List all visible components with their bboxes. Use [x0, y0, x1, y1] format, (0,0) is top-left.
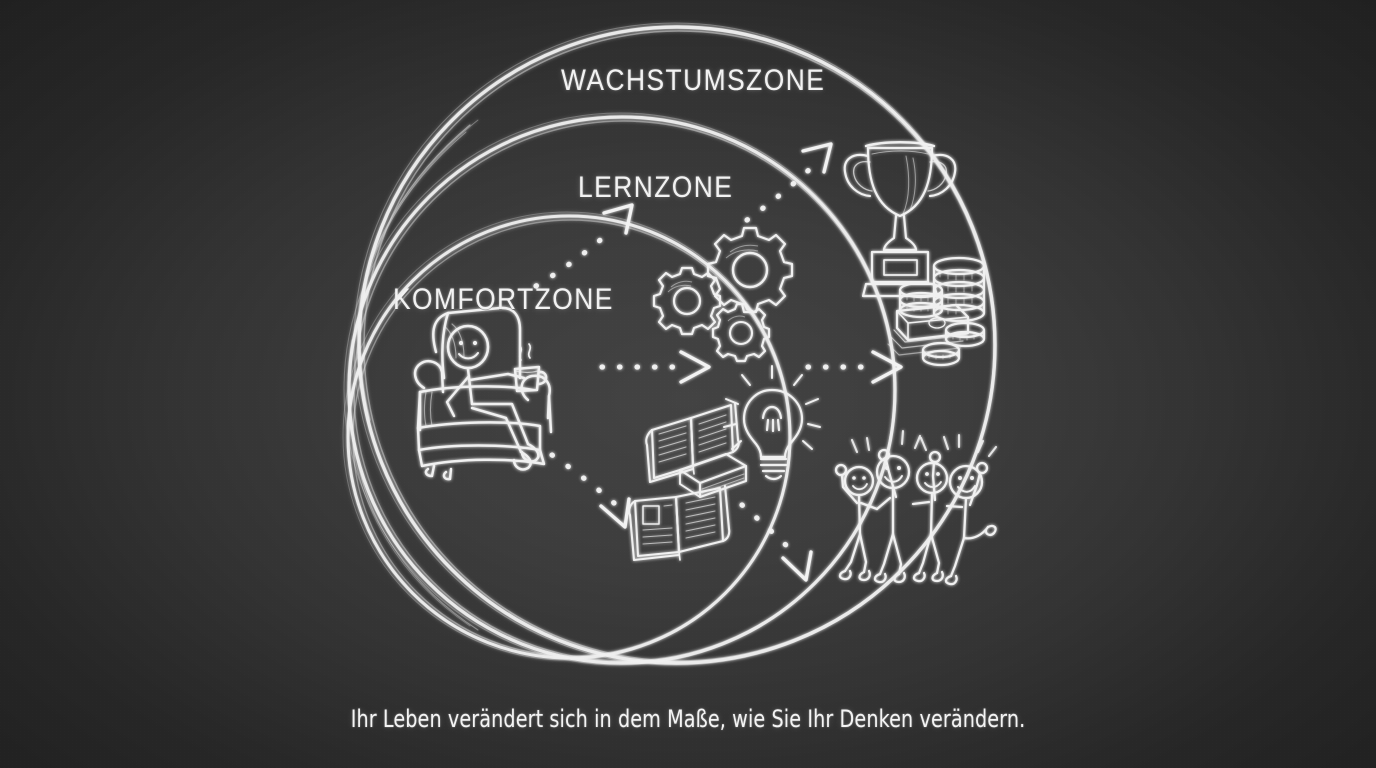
gear-small	[711, 302, 771, 363]
zone-circles	[342, 22, 997, 666]
arrow-lern-to-wachstum-down	[739, 502, 813, 582]
caption-text: Ihr Leben verändert sich in dem Maße, wi…	[350, 705, 1026, 733]
excitement-marks	[850, 429, 998, 458]
lightbulb-icon	[723, 365, 821, 481]
flow-arrows	[533, 142, 903, 582]
zone-label-lernzone: LERNZONE	[578, 171, 734, 204]
arrow-komfort-to-lern-right	[599, 350, 711, 384]
zone-label-komfortzone: KOMFORTZONE	[393, 283, 614, 316]
stick-figure-4	[944, 461, 997, 586]
gear-medium	[652, 266, 722, 336]
trophy-with-coins-and-money-icon	[843, 141, 986, 367]
open-book-icon	[628, 484, 731, 562]
zone-label-wachstumszone: WACHSTUMSZONE	[561, 64, 826, 97]
circle-komfortzone	[342, 211, 792, 661]
arrow-komfort-to-lern-up	[533, 203, 634, 289]
stick-figure-in-armchair-with-coffee-icon	[413, 306, 553, 481]
stick-figure-2	[873, 448, 911, 584]
arrow-lern-to-wachstum-up	[744, 142, 833, 223]
chalk-overstrokes	[351, 119, 479, 631]
celebrating-stick-figures-icon	[834, 429, 998, 586]
stick-figure-1	[834, 463, 879, 582]
circle-wachstumszone	[353, 22, 997, 666]
loose-coins	[921, 321, 986, 367]
stick-figure-3	[911, 450, 949, 583]
gears-icon	[652, 226, 794, 363]
coin-stack-short	[898, 281, 944, 319]
arrow-lern-to-wachstum-right	[805, 350, 903, 384]
open-books-icon	[645, 401, 748, 499]
arrow-komfort-to-lern-down	[549, 452, 631, 529]
